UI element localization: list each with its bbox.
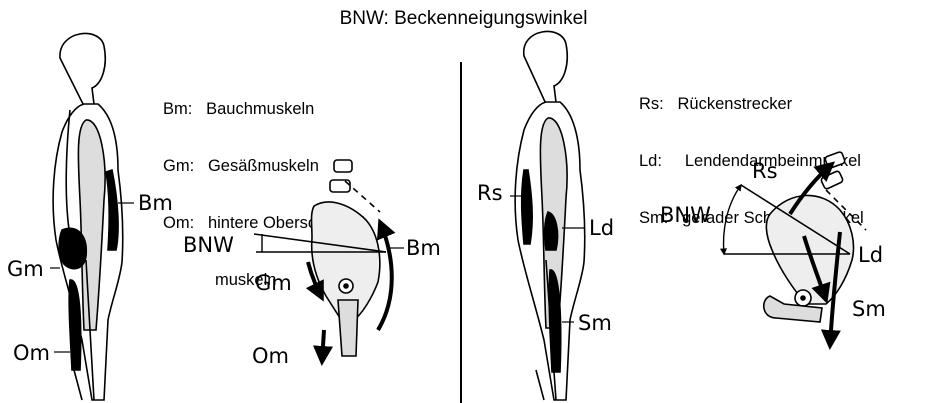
left-pelvis-label-bm: Bm <box>406 236 441 260</box>
right-pelvis-label-rs: Rs <box>752 159 778 183</box>
left-body-figure <box>53 34 123 401</box>
left-pelvis-label-gm: Gm <box>255 271 292 295</box>
left-bm-arrow <box>378 222 392 330</box>
right-head-outline <box>524 32 568 105</box>
left-label-bm: Bm <box>138 191 173 215</box>
left-label-om: Om <box>13 341 50 365</box>
right-bnw-angle-arc <box>724 185 741 254</box>
hip-joint-center <box>344 284 348 288</box>
right-label-sm: Sm <box>578 311 612 335</box>
right-pelvis-label-sm: Sm <box>852 297 886 321</box>
left-gm-muscle <box>59 228 86 268</box>
right-label-ld: Ld <box>589 216 614 240</box>
left-pelvis-diagram <box>312 160 380 356</box>
vertebra-1 <box>334 160 352 172</box>
left-pelvis-label-bnw: BNW <box>183 233 234 257</box>
left-femur <box>338 300 358 356</box>
left-pelvis-label-om: Om <box>252 344 289 368</box>
right-body-figure <box>515 32 585 401</box>
right-pelvis-label-bnw: BNW <box>660 203 711 227</box>
right-label-rs: Rs <box>477 181 503 205</box>
left-om-arrow <box>322 330 324 362</box>
left-label-gm: Gm <box>7 257 44 281</box>
r-hip-joint-center <box>801 296 805 300</box>
left-head-outline <box>60 34 105 107</box>
right-pelvis-label-ld: Ld <box>858 243 883 267</box>
